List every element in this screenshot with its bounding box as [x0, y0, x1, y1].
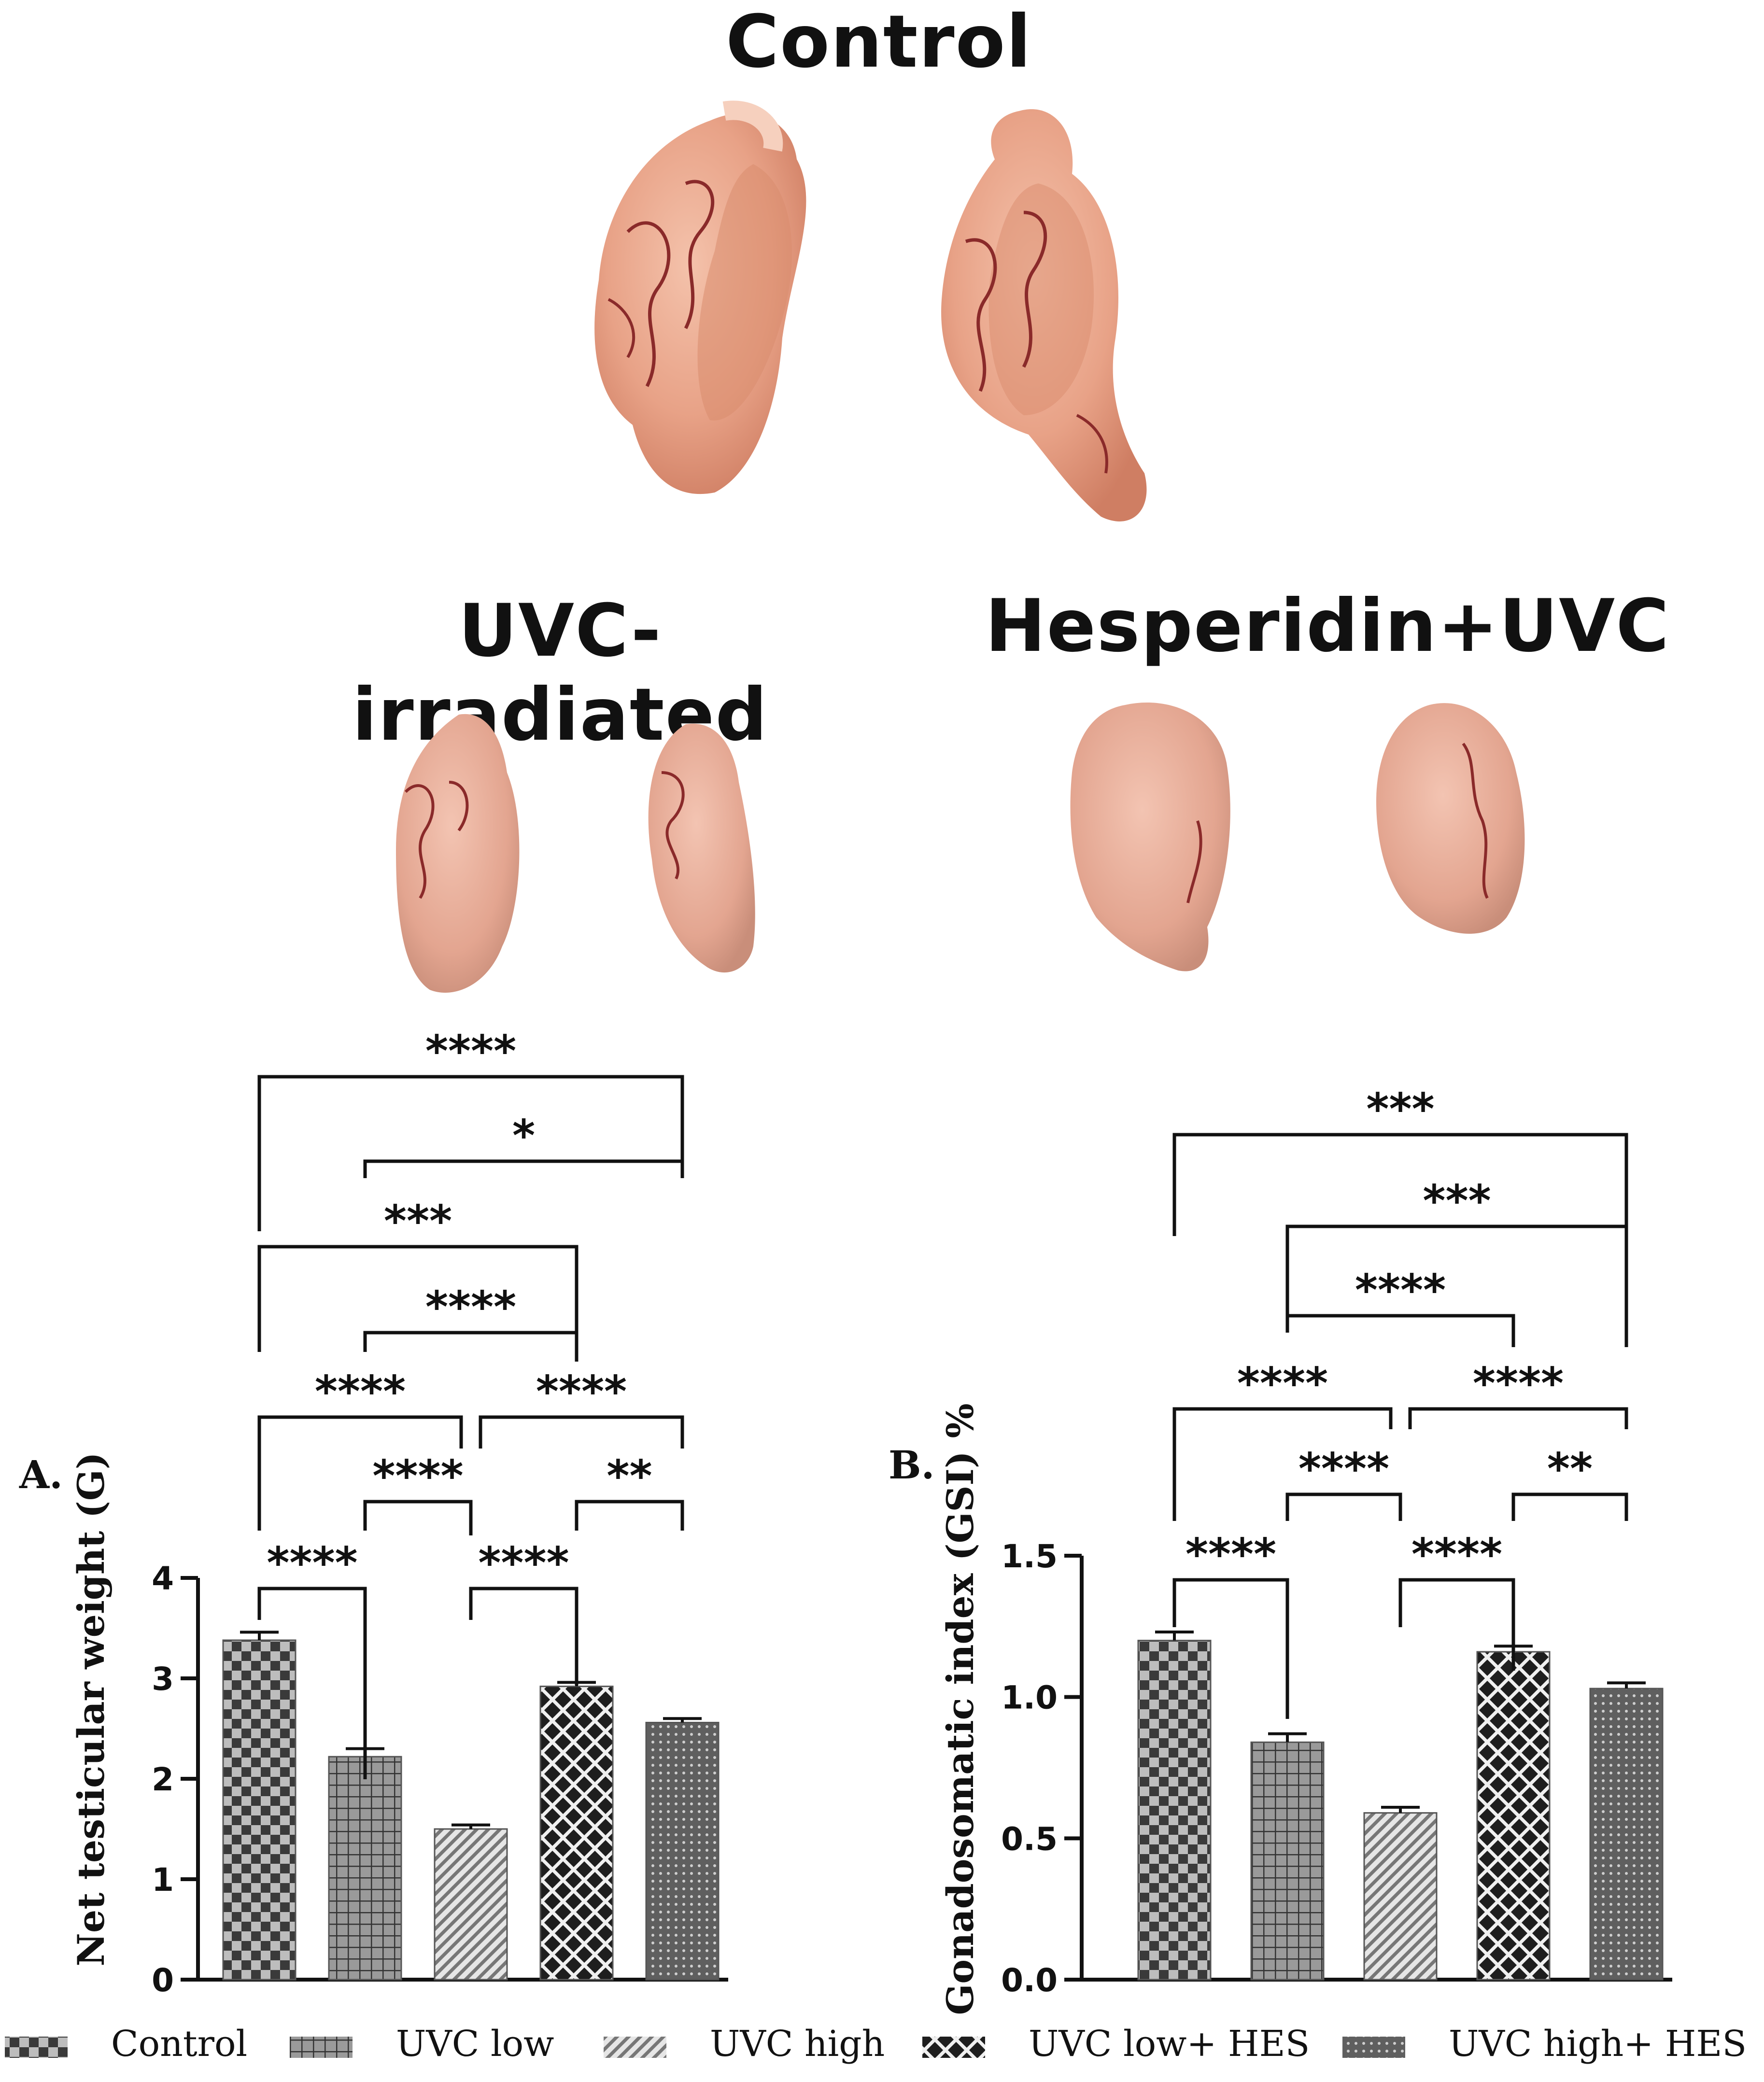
a-sig-bracket-4 [257, 1415, 463, 1531]
b-ytick-label: 0.0 [1001, 1962, 1058, 1999]
uvc-testis-left [396, 714, 520, 993]
legend-label-0: Control [111, 2023, 247, 2065]
b-bar-0 [1137, 1640, 1212, 1981]
a-sig-bracket-0 [257, 1587, 367, 1779]
b-ytick-label: 0.5 [1001, 1820, 1058, 1857]
a-sig-bracket-2 [363, 1500, 473, 1535]
b-sig-label-8: *** [1366, 1084, 1434, 1135]
a-sig-label-3: ** [607, 1451, 652, 1502]
b-sig-label-2: **** [1298, 1444, 1389, 1494]
a-bar-0 [222, 1639, 296, 1981]
control-heading: Control [725, 0, 1032, 84]
panel-label-b: B. [889, 1442, 934, 1488]
a-bar-2 [434, 1828, 508, 1981]
b-sig-bracket-5 [1408, 1407, 1628, 1429]
a-sig-bracket-7 [257, 1245, 579, 1352]
a-sig-bracket-1 [469, 1587, 579, 1685]
a-sig-label-9: **** [425, 1026, 516, 1077]
b-sig-label-1: **** [1411, 1529, 1502, 1580]
a-ytick-label: 0 [152, 1962, 174, 1999]
legend-swatch-0 [5, 2037, 68, 2058]
a-ytick-label: 4 [152, 1560, 174, 1597]
b-sig-label-3: ** [1547, 1444, 1593, 1494]
b-sig-label-7: *** [1423, 1176, 1491, 1226]
b-sig-bracket-0 [1172, 1578, 1289, 1719]
legend: Control UVC low UVC high UVC low+ HES UVC hi… [5, 2023, 1747, 2065]
b-sig-bracket-2 [1285, 1492, 1402, 1521]
b-sig-label-0: **** [1185, 1529, 1276, 1580]
a-ytick-label: 2 [152, 1761, 174, 1798]
control-testis-right [941, 109, 1147, 521]
a-sig-bracket-5 [479, 1415, 684, 1449]
a-sig-bracket-3 [575, 1500, 684, 1531]
hes-testis-right [1376, 703, 1525, 934]
b-sig-bracket-8 [1172, 1133, 1628, 1236]
a-sig-label-0: **** [267, 1538, 357, 1589]
legend-label-3: UVC low+ HES [1029, 2023, 1310, 2065]
b-ytick-label: 1.0 [1001, 1679, 1058, 1716]
legend-swatch-2 [604, 2037, 666, 2058]
b-sig-label-6: **** [1355, 1265, 1446, 1316]
a-sig-label-4: **** [315, 1366, 406, 1417]
b-sig-bracket-1 [1398, 1578, 1515, 1671]
b-sig-label-4: **** [1237, 1358, 1328, 1409]
a-sig-bracket-9 [257, 1075, 684, 1231]
a-sig-label-5: **** [536, 1366, 627, 1417]
a-bar-3 [539, 1686, 614, 1981]
a-sig-bracket-8 [363, 1159, 684, 1178]
b-sig-bracket-3 [1511, 1492, 1628, 1521]
panel-label-a: A. [19, 1452, 63, 1497]
a-ytick-label: 3 [152, 1660, 174, 1698]
uvc-testis-right [648, 723, 755, 973]
legend-swatch-4 [1342, 2037, 1405, 2058]
a-sig-label-8: * [512, 1111, 535, 1161]
legend-label-2: UVC high [710, 2023, 885, 2065]
control-testis-left [594, 100, 806, 494]
ylabel-a: Net testicular weight (G) [70, 1452, 113, 1966]
hes-testis-left [1070, 703, 1230, 971]
a-sig-label-1: **** [478, 1538, 569, 1589]
a-sig-label-7: *** [384, 1196, 452, 1247]
b-sig-label-5: **** [1473, 1358, 1564, 1409]
legend-swatch-1 [290, 2037, 353, 2058]
b-bar-2 [1363, 1812, 1438, 1981]
b-bar-4 [1589, 1688, 1664, 1981]
chart-b: 0.00.51.01.5****************************… [1001, 1084, 1672, 1999]
a-sig-label-6: **** [425, 1282, 516, 1333]
b-bar-3 [1476, 1651, 1551, 1981]
a-sig-label-2: **** [372, 1451, 463, 1502]
hesperidin-uvc-heading: Hesperidin+UVC [985, 584, 1670, 668]
b-sig-bracket-6 [1285, 1314, 1515, 1347]
legend-label-1: UVC low [396, 2023, 554, 2065]
ylabel-b: Gonadosomatic index (GSI) % [939, 1403, 982, 2015]
legend-swatch-3 [922, 2037, 985, 2058]
b-sig-bracket-7 [1285, 1224, 1628, 1347]
b-sig-bracket-4 [1172, 1407, 1393, 1521]
a-bar-1 [328, 1756, 402, 1981]
legend-label-4: UVC high+ HES [1449, 2023, 1747, 2065]
a-sig-bracket-6 [363, 1331, 579, 1362]
a-bar-4 [645, 1722, 720, 1981]
b-bar-1 [1250, 1741, 1325, 1981]
a-ytick-label: 1 [152, 1861, 174, 1899]
specimen-photos [396, 100, 1525, 993]
b-ytick-label: 1.5 [1001, 1538, 1058, 1575]
